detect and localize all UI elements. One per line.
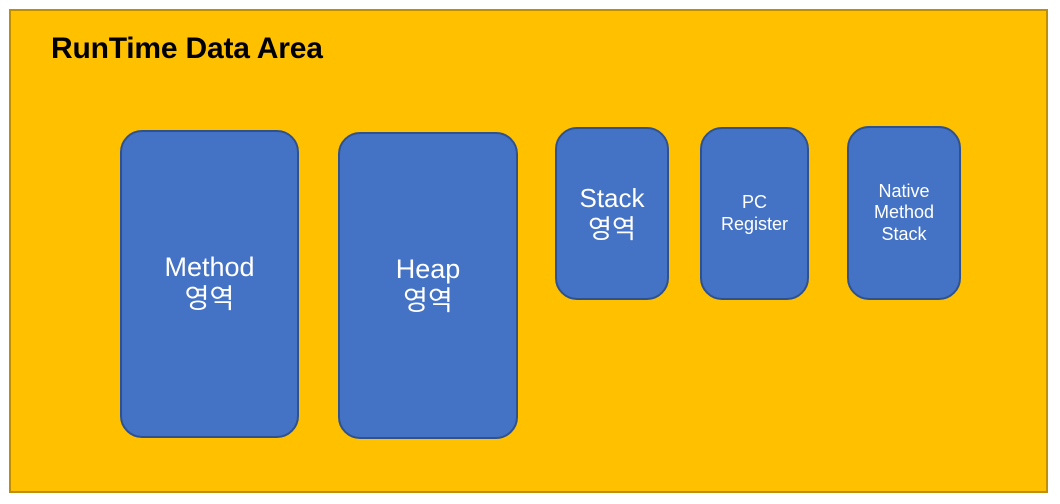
memory-box-native-method-stack[interactable]: Native Method Stack <box>847 126 961 300</box>
memory-box-stack[interactable]: Stack 영역 <box>555 127 669 300</box>
page-title: RunTime Data Area <box>51 32 323 65</box>
memory-box-pc-register[interactable]: PC Register <box>700 127 809 300</box>
memory-box-pc-register-label: PC Register <box>720 192 789 234</box>
memory-box-method[interactable]: Method 영역 <box>120 130 299 438</box>
memory-box-method-label: Method 영역 <box>164 252 255 314</box>
memory-box-native-method-stack-label: Native Method Stack <box>873 181 935 244</box>
runtime-data-area-panel: RunTime Data Area Method 영역 Heap 영역 Stac… <box>9 9 1048 493</box>
memory-box-heap-label: Heap 영역 <box>395 253 461 316</box>
memory-box-heap[interactable]: Heap 영역 <box>338 132 518 439</box>
memory-box-stack-label: Stack 영역 <box>579 182 645 244</box>
